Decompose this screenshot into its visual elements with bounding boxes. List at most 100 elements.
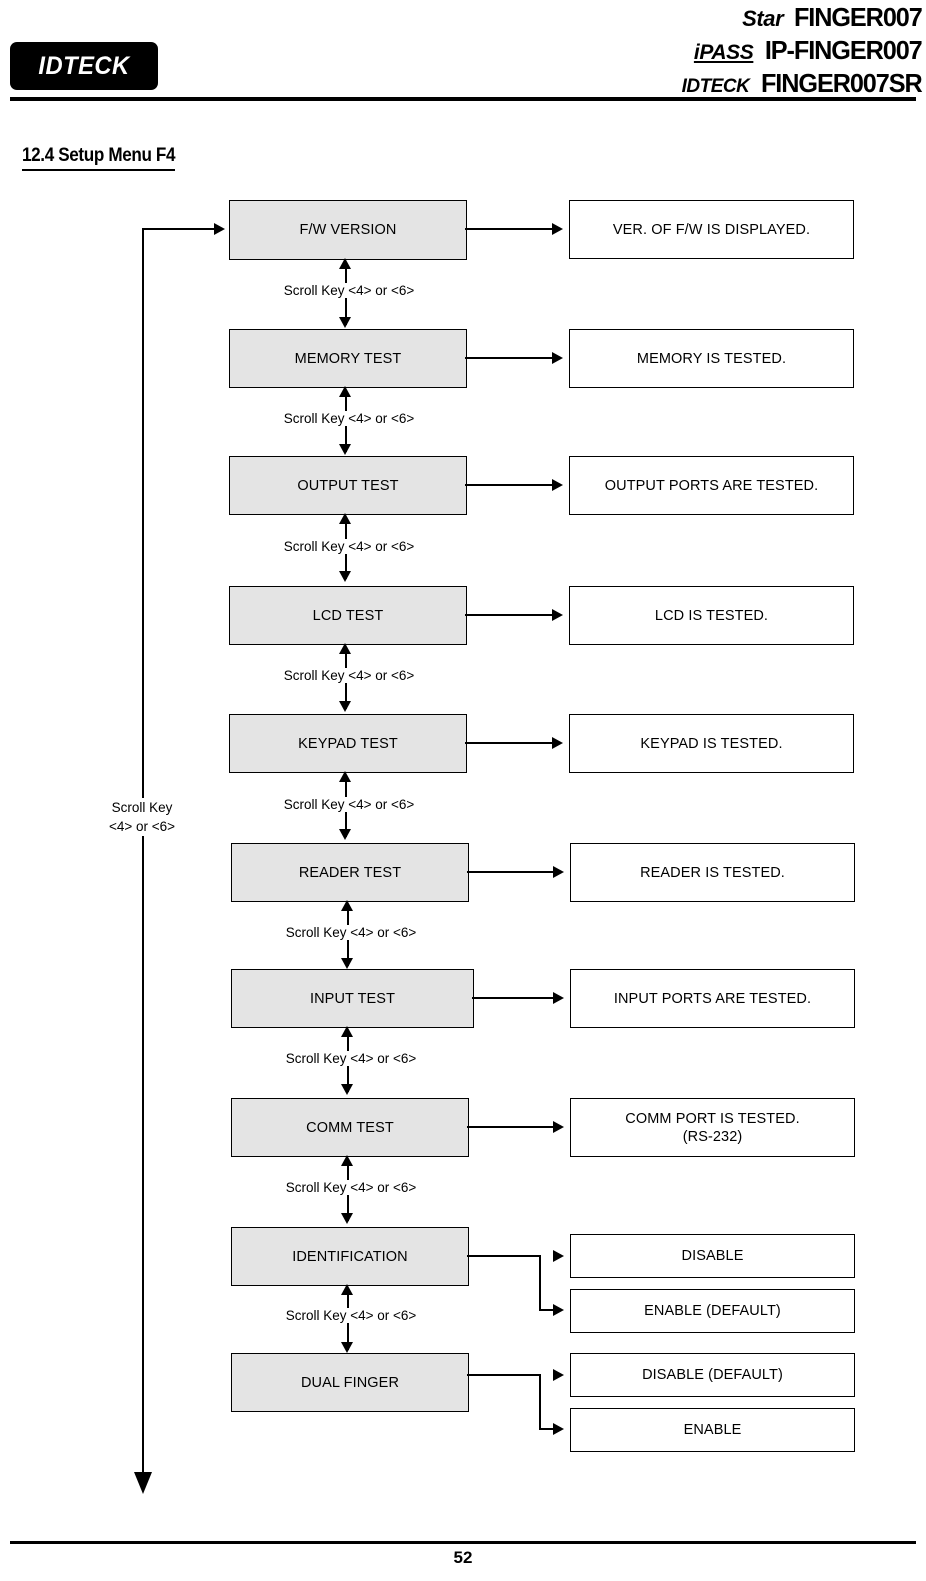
arrow-identification-option2 xyxy=(553,1304,564,1316)
scroll-arrow-up-9 xyxy=(341,1284,353,1295)
arrow-comm-test xyxy=(553,1121,564,1133)
scroll-key-label-6: Scroll Key <4> or <6> xyxy=(270,925,432,940)
brand-mark-ipass: iPASS xyxy=(693,41,754,64)
connector-memory-test xyxy=(465,357,554,359)
desc-box-comm-test-line1: COMM PORT IS TESTED. xyxy=(625,1110,800,1127)
loopback-vertical-line xyxy=(142,229,144,1475)
arrow-reader-test xyxy=(553,866,564,878)
scroll-key-label-1: Scroll Key <4> or <6> xyxy=(268,283,430,298)
scroll-arrow-down-2 xyxy=(339,444,351,455)
menu-box-fw-version[interactable]: F/W VERSION xyxy=(229,200,467,260)
header-brand-list: Star FINGER007 iPASS IP-FINGER007 IDTECK… xyxy=(604,2,923,101)
scroll-key-label-7: Scroll Key <4> or <6> xyxy=(270,1051,432,1066)
brand-mark-star: Star xyxy=(742,6,784,31)
loopback-arrow-into-first-box xyxy=(214,223,225,235)
menu-box-keypad-test[interactable]: KEYPAD TEST xyxy=(229,714,467,773)
scroll-arrow-down-1 xyxy=(339,317,351,328)
scroll-arrow-up-8 xyxy=(341,1155,353,1166)
menu-box-identification[interactable]: IDENTIFICATION xyxy=(231,1227,469,1286)
connector-dual-finger-stem xyxy=(467,1374,540,1376)
scroll-arrow-down-5 xyxy=(339,829,351,840)
desc-box-fw-version: VER. OF F/W IS DISPLAYED. xyxy=(569,200,854,259)
loopback-horizontal-line xyxy=(142,228,216,230)
connector-dual-finger-to-option2 xyxy=(539,1428,555,1430)
menu-box-output-test[interactable]: OUTPUT TEST xyxy=(229,456,467,515)
arrow-lcd-test xyxy=(552,609,563,621)
scroll-key-label-3: Scroll Key <4> or <6> xyxy=(268,539,430,554)
arrow-dual-finger-option1 xyxy=(553,1369,564,1381)
loopback-scroll-key-label-line2: <4> or <6> xyxy=(108,819,176,834)
scroll-key-label-4: Scroll Key <4> or <6> xyxy=(268,668,430,683)
idteck-logo: IDTECK xyxy=(10,42,158,90)
connector-identification-stem xyxy=(467,1255,540,1257)
brand-model-ip-finger007: IP-FINGER007 xyxy=(765,35,923,65)
arrow-fw-version xyxy=(552,223,563,235)
brand-model-finger007: FINGER007 xyxy=(794,2,923,32)
menu-box-input-test[interactable]: INPUT TEST xyxy=(231,969,474,1028)
idteck-logo-text: IDTECK xyxy=(38,51,130,80)
scroll-arrow-up-5 xyxy=(339,771,351,782)
footer-divider xyxy=(10,1541,916,1544)
arrow-input-test xyxy=(553,992,564,1004)
page-title: 12.4 Setup Menu F4 xyxy=(22,145,176,171)
scroll-arrow-down-7 xyxy=(341,1084,353,1095)
scroll-arrow-up-4 xyxy=(339,643,351,654)
scroll-arrow-down-3 xyxy=(339,571,351,582)
connector-output-test xyxy=(465,484,554,486)
scroll-arrow-up-7 xyxy=(341,1026,353,1037)
connector-dual-finger-branch xyxy=(539,1374,541,1429)
desc-box-comm-test-line2: (RS-232) xyxy=(682,1128,743,1145)
connector-fw-version xyxy=(465,228,554,230)
arrow-keypad-test xyxy=(552,737,563,749)
connector-identification-to-option2 xyxy=(539,1309,555,1311)
brand-model-finger007sr: FINGER007SR xyxy=(761,68,923,98)
scroll-key-label-2: Scroll Key <4> or <6> xyxy=(268,411,430,426)
arrow-memory-test xyxy=(552,352,563,364)
option-box-identification-enable: ENABLE (DEFAULT) xyxy=(570,1289,855,1333)
loopback-scroll-key-label-line1: Scroll Key xyxy=(111,800,173,815)
scroll-key-label-9: Scroll Key <4> or <6> xyxy=(270,1308,432,1323)
desc-box-reader-test: READER IS TESTED. xyxy=(570,843,855,902)
menu-box-dual-finger[interactable]: DUAL FINGER xyxy=(231,1353,469,1412)
scroll-arrow-up-6 xyxy=(341,900,353,911)
brand-row-idteck: IDTECK FINGER007SR xyxy=(604,68,923,101)
menu-box-comm-test[interactable]: COMM TEST xyxy=(231,1098,469,1157)
desc-box-output-test: OUTPUT PORTS ARE TESTED. xyxy=(569,456,854,515)
option-box-dual-finger-enable: ENABLE xyxy=(570,1408,855,1452)
brand-row-ipass: iPASS IP-FINGER007 xyxy=(604,35,923,68)
option-box-dual-finger-disable: DISABLE (DEFAULT) xyxy=(570,1353,855,1397)
header-divider xyxy=(10,97,916,101)
arrow-dual-finger-option2 xyxy=(553,1423,564,1435)
brand-row-star: Star FINGER007 xyxy=(604,2,923,35)
scroll-key-label-8: Scroll Key <4> or <6> xyxy=(270,1180,432,1195)
menu-box-lcd-test[interactable]: LCD TEST xyxy=(229,586,467,645)
option-box-identification-disable: DISABLE xyxy=(570,1234,855,1278)
loopback-arrow-bottom xyxy=(134,1472,152,1494)
scroll-arrow-down-9 xyxy=(341,1342,353,1353)
loopback-scroll-key-label: Scroll Key <4> or <6> xyxy=(92,798,192,836)
menu-box-reader-test[interactable]: READER TEST xyxy=(231,843,469,902)
scroll-arrow-down-4 xyxy=(339,701,351,712)
connector-identification-branch xyxy=(539,1255,541,1310)
scroll-arrow-up-1 xyxy=(339,258,351,269)
connector-keypad-test xyxy=(465,742,554,744)
scroll-arrow-up-3 xyxy=(339,513,351,524)
desc-box-input-test: INPUT PORTS ARE TESTED. xyxy=(570,969,855,1028)
desc-box-memory-test: MEMORY IS TESTED. xyxy=(569,329,854,388)
page-number: 52 xyxy=(453,1548,473,1567)
scroll-arrow-down-6 xyxy=(341,958,353,969)
desc-box-keypad-test: KEYPAD IS TESTED. xyxy=(569,714,854,773)
scroll-arrow-up-2 xyxy=(339,386,351,397)
connector-input-test xyxy=(472,997,555,999)
arrow-output-test xyxy=(552,479,563,491)
menu-box-memory-test[interactable]: MEMORY TEST xyxy=(229,329,467,388)
brand-mark-idteck: IDTECK xyxy=(681,76,750,97)
connector-comm-test xyxy=(467,1126,555,1128)
connector-lcd-test xyxy=(465,614,554,616)
scroll-arrow-down-8 xyxy=(341,1213,353,1224)
connector-reader-test xyxy=(467,871,555,873)
arrow-identification-option1 xyxy=(553,1250,564,1262)
desc-box-lcd-test: LCD IS TESTED. xyxy=(569,586,854,645)
desc-box-comm-test: COMM PORT IS TESTED. (RS-232) xyxy=(570,1098,855,1157)
scroll-key-label-5: Scroll Key <4> or <6> xyxy=(268,797,430,812)
